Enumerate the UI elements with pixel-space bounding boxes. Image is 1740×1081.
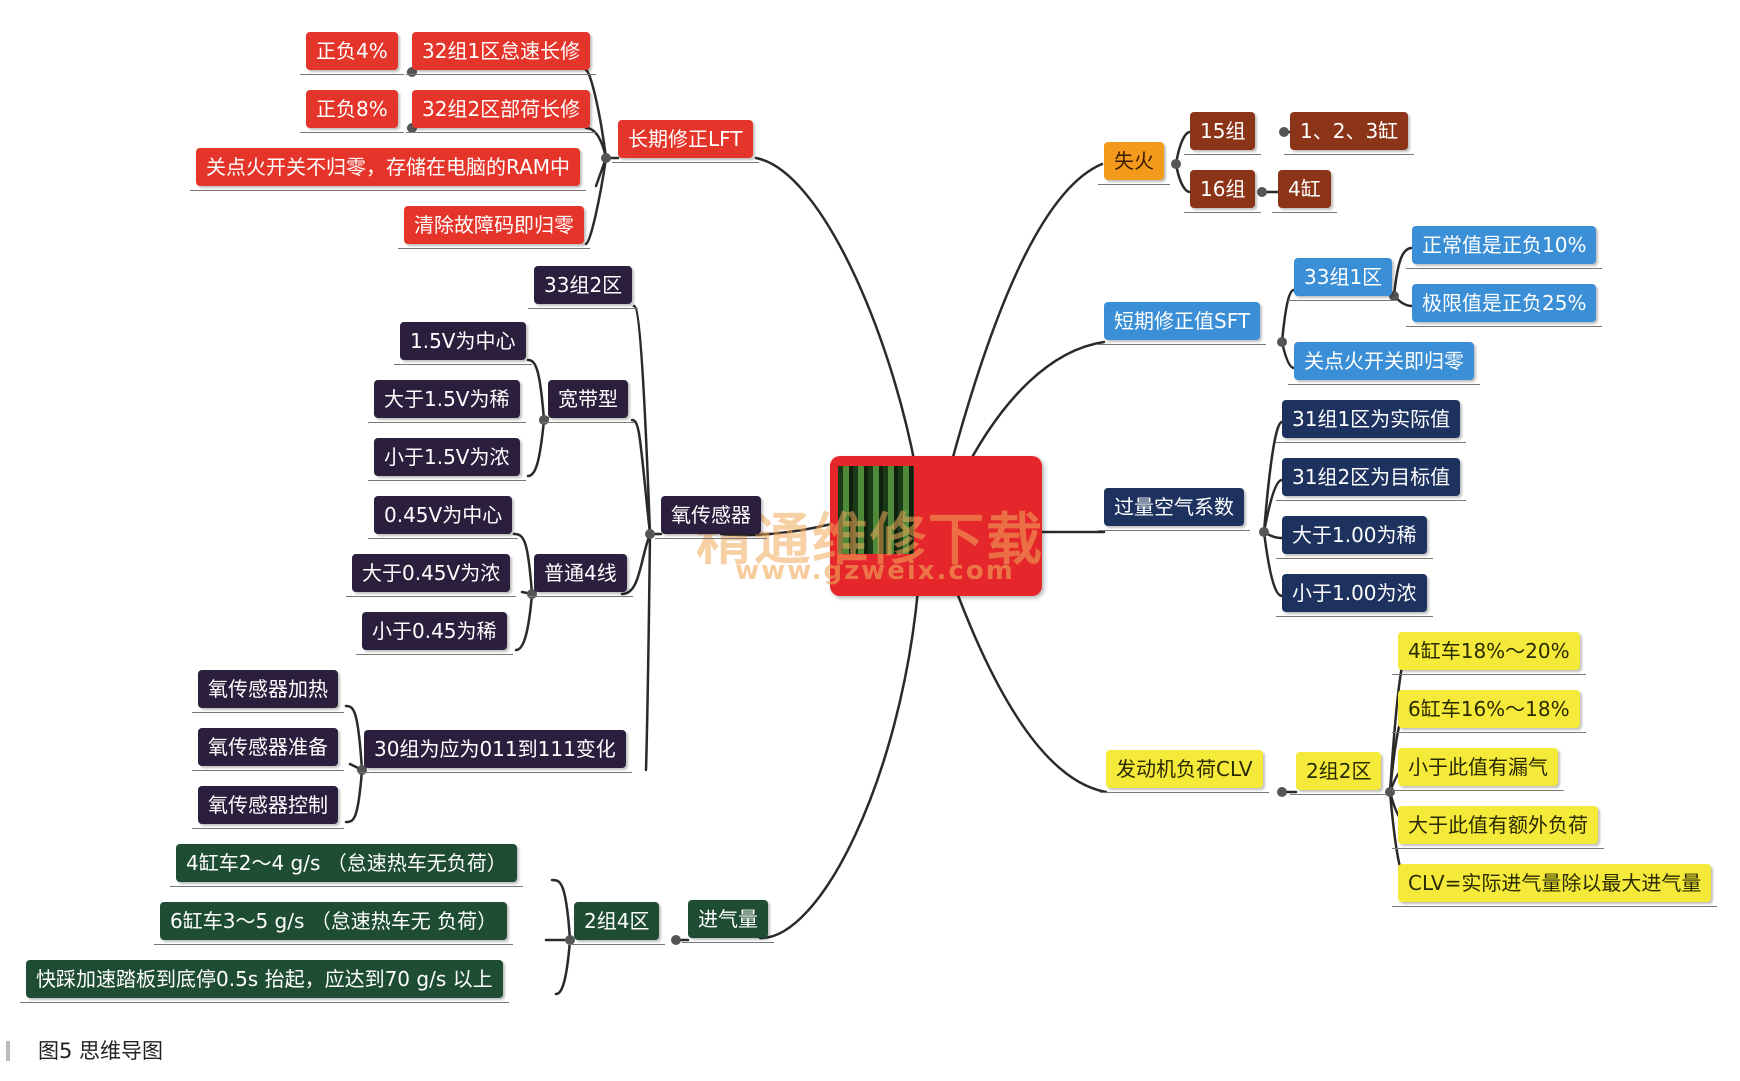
link-o2-30 <box>644 532 652 772</box>
hub-dot <box>1385 787 1395 797</box>
link-misfire <box>948 162 1104 470</box>
node-lambda-31-1[interactable]: 31组1区为实际值 <box>1275 400 1467 443</box>
node-air-6cyl[interactable]: 6缸车3～5 g/s （怠速热车无 负荷） <box>153 902 514 945</box>
hub-dot <box>565 935 575 945</box>
node-clv-2-2[interactable]: 2组2区 <box>1289 752 1388 795</box>
link-lft-clear <box>584 156 608 246</box>
node-o2-wide[interactable]: 宽带型 <box>542 380 634 423</box>
link-o2-wide-center <box>526 358 546 422</box>
link-o2-wide-rich <box>526 418 546 478</box>
link-lambda-31-2 <box>1262 478 1284 534</box>
node-clv-6cyl[interactable]: 6缸车16%～18% <box>1392 690 1586 733</box>
central-topic-node[interactable] <box>830 456 1042 596</box>
link-clv <box>954 588 1108 794</box>
hub-dot <box>1277 337 1287 347</box>
hub-dot <box>1171 159 1181 169</box>
hub-dot <box>539 415 549 425</box>
link-o2-control <box>344 768 364 824</box>
link-o2-normal <box>620 532 652 596</box>
link-o2-heat <box>344 704 364 772</box>
node-o2-wide-center[interactable]: 1.5V为中心 <box>394 322 531 365</box>
node-clv-formula[interactable]: CLV=实际进气量除以最大进气量 <box>1391 864 1718 907</box>
node-lft-pm8[interactable]: 正负8% <box>300 90 404 133</box>
node-o2-ready[interactable]: 氧传感器准备 <box>192 728 344 771</box>
node-o2-normal-rich[interactable]: 大于0.45V为浓 <box>345 554 517 597</box>
node-o2-30[interactable]: 30组为应为011到111变化 <box>358 730 632 773</box>
node-air[interactable]: 进气量 <box>682 900 774 943</box>
node-lft[interactable]: 长期修正LFT <box>612 120 759 163</box>
link-o2-normal-center <box>512 532 534 596</box>
node-lft-32-2[interactable]: 32组2区部荷长修 <box>405 90 597 133</box>
link-o2-33 <box>632 304 652 536</box>
node-sft-limit[interactable]: 极限值是正负25% <box>1405 284 1603 327</box>
node-o2-normal-center[interactable]: 0.45V为中心 <box>367 496 519 539</box>
node-o2-wide-rich[interactable]: 小于1.5V为浓 <box>368 438 525 481</box>
link-air <box>758 588 920 940</box>
node-lft-clear[interactable]: 清除故障码即归零 <box>398 206 590 249</box>
link-o2-wide <box>630 418 652 536</box>
node-misfire-15[interactable]: 15组 <box>1183 112 1262 155</box>
hub-dot <box>645 529 655 539</box>
node-sft-normal[interactable]: 正常值是正负10% <box>1405 226 1603 269</box>
hub-dot <box>601 153 611 163</box>
link-lft <box>754 156 918 472</box>
caption-marker <box>6 1041 10 1061</box>
node-o2-heat[interactable]: 氧传感器加热 <box>192 670 344 713</box>
link-lambda-rich <box>1262 530 1284 598</box>
node-sft-33-1[interactable]: 33组1区 <box>1287 258 1399 301</box>
node-clv-leak[interactable]: 小于此值有漏气 <box>1392 748 1564 791</box>
center-photo-image <box>838 466 914 554</box>
node-clv[interactable]: 发动机负荷CLV <box>1100 750 1269 793</box>
node-misfire[interactable]: 失火 <box>1098 142 1170 185</box>
link-sft-33 <box>1280 288 1296 344</box>
node-sft-reset[interactable]: 关点火开关即归零 <box>1288 342 1480 385</box>
link-sft <box>958 340 1106 482</box>
node-o2-33-2[interactable]: 33组2区 <box>527 266 639 309</box>
link-o2-normal-lean <box>514 592 534 652</box>
node-lambda[interactable]: 过量空气系数 <box>1098 488 1250 531</box>
link-misfire-16 <box>1174 162 1192 194</box>
link-lft-32-1 <box>584 68 608 160</box>
node-lambda-lean[interactable]: 大于1.00为稀 <box>1276 516 1433 559</box>
node-clv-4cyl[interactable]: 4缸车18%～20% <box>1392 632 1586 675</box>
node-lambda-rich[interactable]: 小于1.00为浓 <box>1276 574 1433 617</box>
node-misfire-16-cyl[interactable]: 4缸 <box>1272 170 1337 213</box>
node-air-wot[interactable]: 快踩加速踏板到底停0.5s 抬起，应达到70 g/s 以上 <box>20 960 509 1003</box>
hub-dot <box>1259 527 1269 537</box>
node-sft[interactable]: 短期修正值SFT <box>1097 302 1267 345</box>
node-o2-control[interactable]: 氧传感器控制 <box>192 786 344 829</box>
node-o2-normal-lean[interactable]: 小于0.45为稀 <box>356 612 513 655</box>
node-o2[interactable]: 氧传感器 <box>655 496 767 539</box>
node-clv-extra[interactable]: 大于此值有额外负荷 <box>1392 806 1604 849</box>
hub-dot <box>1277 787 1287 797</box>
node-air-2-4[interactable]: 2组4区 <box>567 902 666 945</box>
hub-dot <box>1257 187 1267 197</box>
node-air-4cyl[interactable]: 4缸车2～4 g/s （怠速热车无负荷） <box>170 844 523 887</box>
node-misfire-16[interactable]: 16组 <box>1183 170 1262 213</box>
hub-dot <box>671 935 681 945</box>
link-lambda-31-1 <box>1262 420 1284 534</box>
link-sft-normal <box>1392 246 1414 298</box>
node-misfire-15-cyl[interactable]: 1、2、3缸 <box>1283 112 1415 155</box>
node-o2-normal[interactable]: 普通4线 <box>528 554 633 597</box>
link-misfire-15 <box>1174 130 1192 166</box>
node-lft-pm4[interactable]: 正负4% <box>300 32 404 75</box>
node-o2-wide-lean[interactable]: 大于1.5V为稀 <box>368 380 525 423</box>
link-air-wot <box>554 938 572 996</box>
watermark-url: www.gzweix.com <box>735 556 1015 586</box>
node-lft-ram[interactable]: 关点火开关不归零，存储在电脑的RAM中 <box>189 148 587 191</box>
node-lft-32-1[interactable]: 32组1区怠速长修 <box>405 32 597 75</box>
hub-dot <box>1279 127 1289 137</box>
figure-caption: 图5 思维导图 <box>38 1039 164 1063</box>
link-air-4cyl <box>550 878 572 942</box>
node-lambda-31-2[interactable]: 31组2区为目标值 <box>1275 458 1467 501</box>
